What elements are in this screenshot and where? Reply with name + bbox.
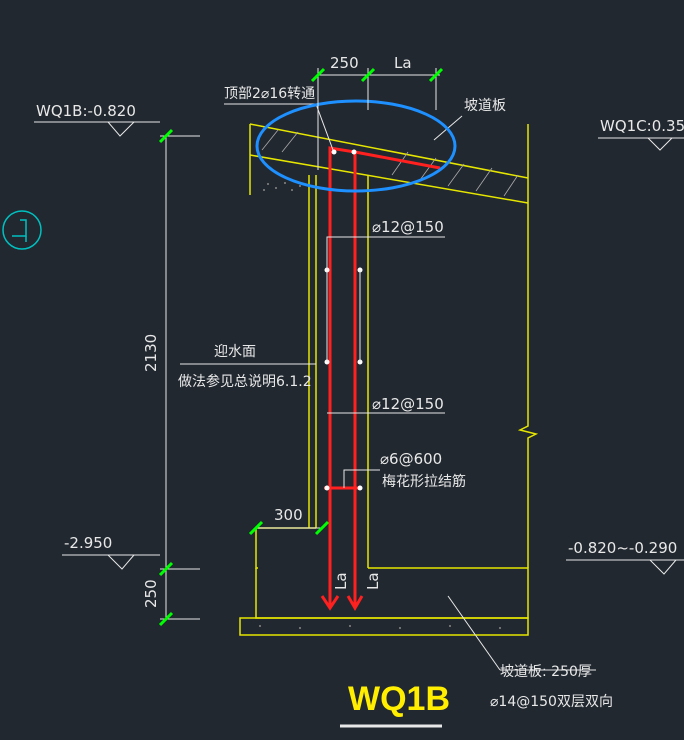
footing-left-step [255,527,316,569]
drawing-title: WQ1B [348,680,450,718]
elev-bottom-right-triangle [649,559,677,575]
label-bar-horizontal-upper: ⌀12@150 [372,218,444,236]
label-slope-slab: 坡道板 [464,98,506,114]
leader-top-bars-diag [315,103,334,151]
top-rebar-extension [354,150,441,170]
label-elev-bottom-right: -0.820~-0.290 [568,539,677,557]
dim-250-bottom: 250 [142,579,160,608]
label-top-bars: 顶部2⌀16转通 [224,86,315,102]
label-elev-left: WQ1B:-0.820 [36,102,136,120]
highlight-ellipse [255,99,457,193]
elev-bottom-left-triangle [107,554,135,570]
leader-upper-bar [326,236,445,270]
concrete-outline [239,123,539,636]
rebar-end-right [346,595,364,611]
concrete-speckle [259,182,501,629]
rebar-end-left [320,595,340,611]
label-waterproof-face: 迎水面 [214,344,256,360]
dim-top-250: 250 [330,54,359,72]
label-tie-bar: ⌀6@600 [380,450,442,468]
label-la-right: La [364,572,382,590]
leader-lines [180,103,596,671]
vertical-rebar-main [328,146,357,606]
dim-height-2130: 2130 [142,334,160,372]
leader-base-slab [447,595,501,671]
section-symbol-icon [2,210,42,250]
elev-right-triangle [647,137,673,151]
dimension-ticks [158,67,444,627]
label-base-slab: 坡道板: 250厚 [500,664,592,680]
label-elev-bottom-left: -2.950 [64,534,112,552]
leader-tie-bar [343,469,380,488]
label-base-rebar: ⌀14@150双层双向 [490,694,613,710]
slope-slab-top [249,123,529,179]
label-tie-bar-desc: 梅花形拉结筋 [382,473,466,490]
footing [255,567,529,619]
slope-slab-bottom [249,154,529,204]
dim-top-la: La [394,54,412,72]
dim-300: 300 [274,506,303,524]
slab-hatching [261,129,519,197]
label-bar-vertical: ⌀12@150 [372,395,444,413]
label-practice-note: 做法参见总说明6.1.2 [178,373,312,390]
base-slab [239,617,529,636]
elev-left-triangle [107,121,135,137]
label-elev-right: WQ1C:0.35 [600,117,684,135]
label-la-left: La [332,572,350,590]
dimension-lines [160,68,440,620]
right-wall-break-line [517,203,539,568]
elevation-markers [34,121,684,575]
rebar-group [320,146,441,611]
